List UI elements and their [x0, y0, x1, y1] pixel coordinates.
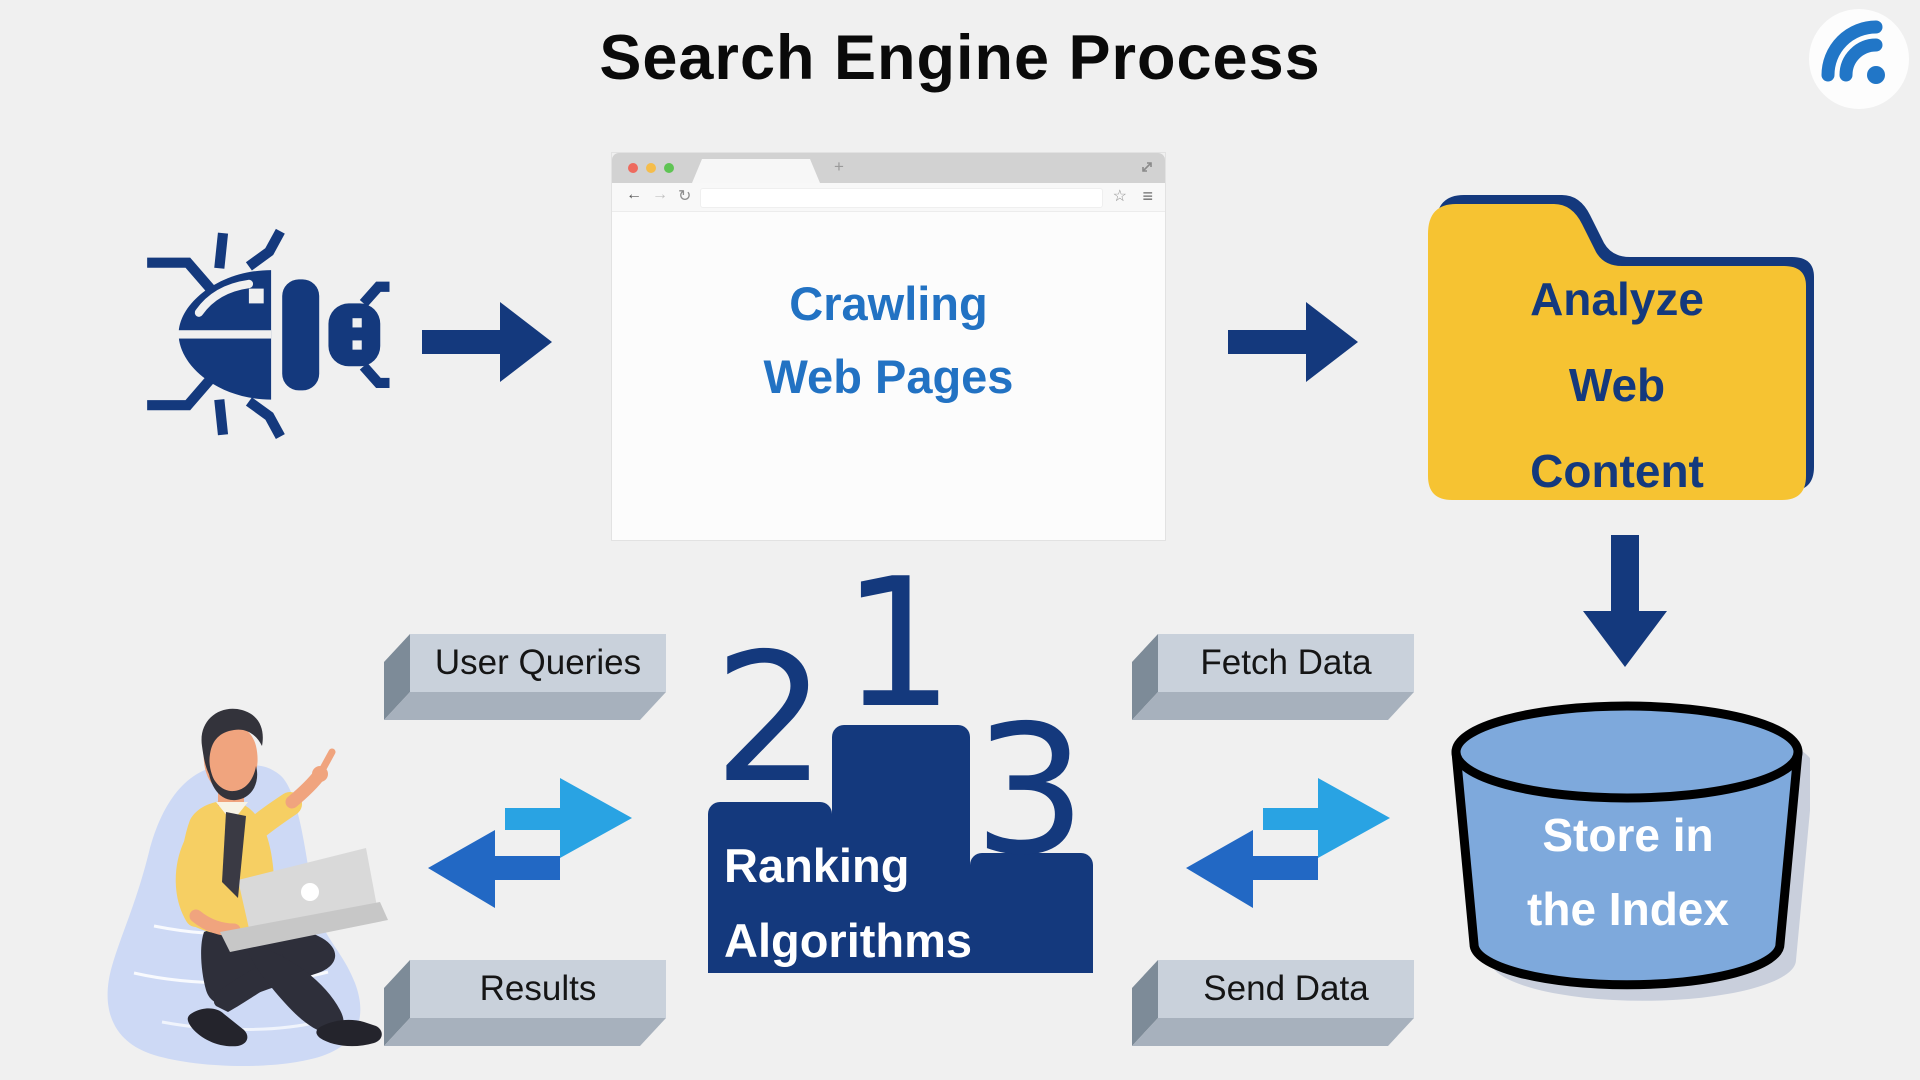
store-index-label: Store in the Index: [1446, 798, 1810, 946]
down-arrow-icon: [1583, 535, 1667, 667]
store-label-line1: Store in: [1542, 809, 1714, 861]
traffic-light-yellow: [646, 163, 656, 173]
analyze-label-line3: Content: [1530, 445, 1704, 497]
podium-step-third: [970, 853, 1093, 973]
new-tab-icon: +: [834, 157, 844, 176]
browser-tab: [692, 159, 820, 183]
arrow-crawler-to-browser: [422, 302, 552, 382]
folder-icon: [1428, 195, 1814, 500]
label-box-fetch-data: Fetch Data: [1132, 634, 1414, 720]
person-laptop-icon: [107, 708, 388, 1067]
user-illustration: [66, 670, 400, 1080]
refresh-icon: ↻: [678, 188, 692, 205]
slab-3d-shape: [384, 960, 666, 1046]
browser-page-content: Crawling Web Pages: [612, 212, 1165, 540]
left-arrow-icon: [428, 830, 560, 908]
exchange-arrows-left: [420, 778, 635, 910]
label-box-user-queries: User Queries: [384, 634, 666, 720]
slab-3d-shape: [1132, 960, 1414, 1046]
right-arrow-icon: [422, 302, 552, 382]
rank-3-number: 3: [973, 687, 1087, 894]
crawling-label-line1: Crawling: [789, 277, 988, 330]
arrow-folder-to-database: [1583, 535, 1667, 667]
star-icon: ☆: [1112, 188, 1127, 205]
left-arrow-icon: [1186, 830, 1318, 908]
send-data-label: Send Data: [1203, 969, 1369, 1008]
forward-icon: →: [652, 186, 668, 203]
analyze-folder: [1412, 180, 1822, 512]
label-box-send-data: Send Data: [1132, 960, 1414, 1046]
slab-3d-shape: [1132, 634, 1414, 720]
ranking-label-line2: Algorithms: [724, 914, 973, 967]
results-label: Results: [479, 969, 597, 1008]
index-database: [1446, 698, 1810, 1006]
right-arrow-icon: [1263, 778, 1390, 858]
exchange-arrows-right: [1178, 778, 1393, 910]
page-title: Search Engine Process: [599, 23, 1321, 93]
url-bar: [700, 188, 1103, 208]
database-cylinder-icon: [1451, 701, 1810, 1001]
traffic-light-green: [664, 163, 674, 173]
traffic-light-red: [628, 163, 638, 173]
ranking-label-line1: Ranking: [724, 839, 910, 892]
wifi-logo: [1808, 8, 1910, 110]
user-queries-label: User Queries: [434, 643, 642, 682]
right-arrow-icon: [1228, 302, 1358, 382]
back-icon: ←: [626, 186, 642, 203]
slab-3d-shape: [384, 634, 666, 720]
podium-step-second: [708, 802, 832, 973]
crawler-bug-icon: [130, 222, 390, 444]
ranking-label: Ranking Algorithms: [724, 828, 1084, 978]
label-box-results: Results: [384, 960, 666, 1046]
arrow-browser-to-folder: [1228, 302, 1358, 382]
rank-1-number: 1: [841, 540, 955, 747]
store-label-line2: the Index: [1527, 883, 1729, 935]
analyze-label-line2: Web: [1568, 359, 1666, 411]
browser-toolbar: ← → ↻ ☆ ≡: [612, 183, 1165, 212]
analyze-label-line1: Analyze: [1530, 273, 1704, 325]
browser-window: + ← → ↻ ☆ ≡ Crawling Web Pages: [612, 153, 1165, 540]
crawling-label-line2: Web Pages: [763, 350, 1014, 403]
rank-2-number: 2: [713, 615, 827, 822]
right-arrow-icon: [505, 778, 632, 858]
resize-icon: [1142, 162, 1152, 172]
analyze-label: Analyze Web Content: [1412, 256, 1822, 514]
wifi-signal-icon: [1809, 9, 1909, 109]
menu-icon: ≡: [1142, 186, 1153, 206]
podium-step-first: [832, 725, 970, 973]
browser-title-bar: +: [612, 153, 1165, 183]
fetch-data-label: Fetch Data: [1200, 643, 1372, 682]
